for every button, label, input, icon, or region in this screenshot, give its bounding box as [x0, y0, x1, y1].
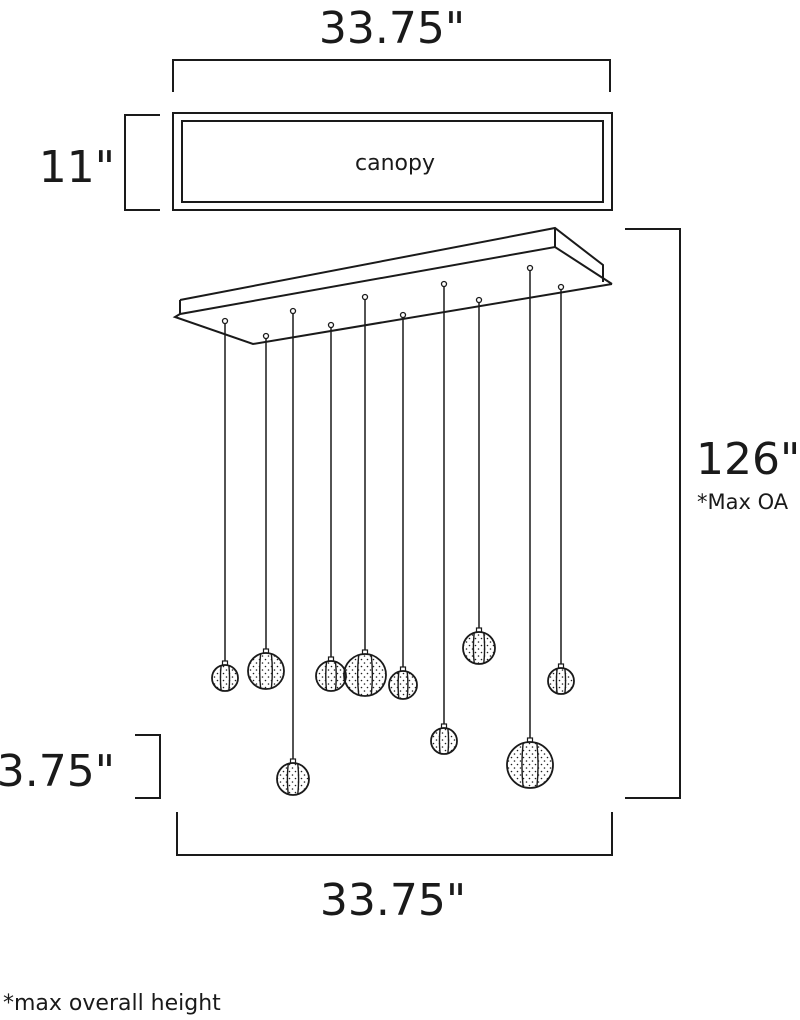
- pendant: [343, 293, 387, 697]
- pendant: [430, 280, 458, 755]
- glass-globe: [547, 667, 575, 695]
- glass-globe: [506, 741, 554, 789]
- globe-seam: [472, 632, 486, 664]
- globe-seam: [521, 743, 539, 787]
- glass-globe: [315, 660, 347, 692]
- mount-point: [557, 283, 565, 291]
- glass-globe: [247, 652, 285, 690]
- canopy-label: canopy: [355, 151, 435, 176]
- pendant: [462, 296, 496, 665]
- top-width-dimension: 33.75": [172, 3, 611, 92]
- pendant: [506, 264, 554, 789]
- glass-globe: [430, 727, 458, 755]
- overall-height-note: *Max OA: [697, 490, 789, 514]
- pendants: [211, 264, 575, 796]
- pendant: [388, 311, 418, 700]
- pendant: [247, 332, 285, 690]
- canopy-3d-drawing: [172, 226, 613, 346]
- mount-point: [361, 293, 369, 301]
- top-width-label: 33.75": [319, 3, 465, 54]
- globe-seam: [219, 665, 231, 691]
- bottom-width-label: 33.75": [320, 875, 466, 926]
- mount-point: [289, 307, 297, 315]
- pendant: [315, 321, 347, 692]
- canopy-outline: canopy: [172, 112, 613, 211]
- pendant: [276, 307, 310, 796]
- footnote: *max overall height: [3, 991, 221, 1016]
- glass-globe: [388, 670, 418, 700]
- globe-seam: [259, 653, 273, 689]
- mount-point: [526, 264, 534, 272]
- mount-point: [221, 317, 229, 325]
- mount-point: [262, 332, 270, 340]
- glass-globe: [276, 762, 310, 796]
- globe-seam: [555, 668, 567, 694]
- pendant-height-dimension: 3.75": [0, 734, 161, 799]
- globe-seam: [286, 763, 300, 795]
- mount-point: [327, 321, 335, 329]
- bottom-width-dimension: 33.75": [176, 812, 613, 926]
- mount-point: [399, 311, 407, 319]
- globe-seam: [397, 671, 409, 699]
- glass-globe: [211, 664, 239, 692]
- mount-point: [440, 280, 448, 288]
- globe-seam: [438, 728, 450, 754]
- mount-point: [475, 296, 483, 304]
- overall-height-dimension: 126" *Max OA: [625, 228, 800, 799]
- canopy-height-label: 11": [39, 142, 115, 193]
- canopy-height-dimension: 11": [39, 114, 160, 211]
- globe-seam: [325, 661, 337, 691]
- glass-globe: [343, 653, 387, 697]
- globe-seam: [356, 654, 374, 696]
- pendant: [211, 317, 239, 692]
- overall-height-label: 126": [696, 434, 800, 485]
- glass-globe: [462, 631, 496, 665]
- pendant: [547, 283, 575, 695]
- pendant-height-label: 3.75": [0, 746, 115, 797]
